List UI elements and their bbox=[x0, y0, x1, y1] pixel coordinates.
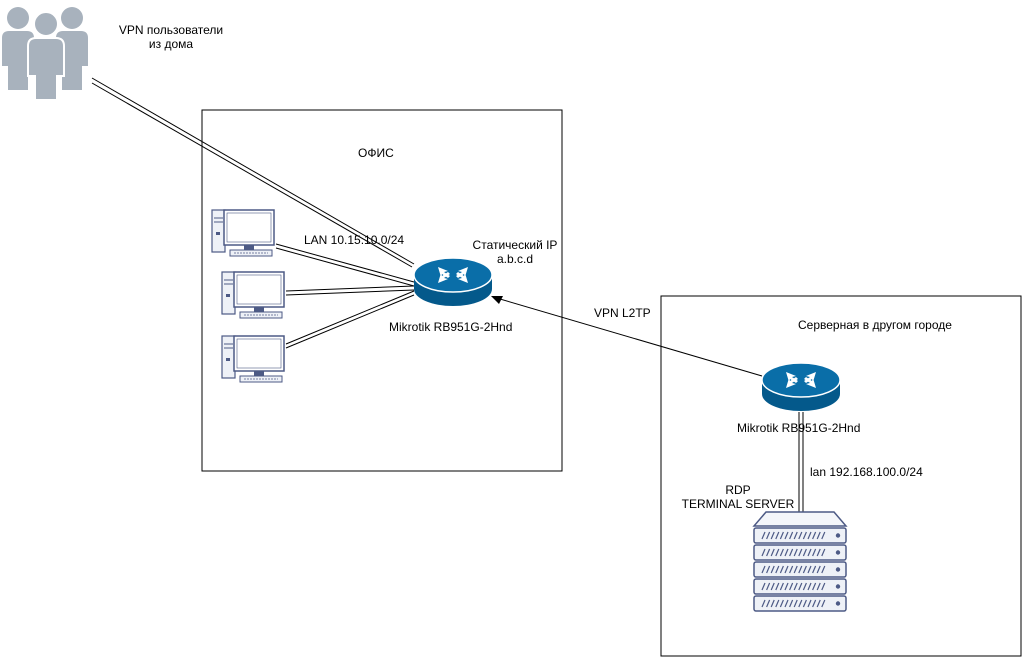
workstation-icon bbox=[221, 335, 285, 383]
vpn-tunnel-label: VPN L2TP bbox=[594, 306, 651, 320]
server-unit bbox=[753, 527, 847, 544]
office-container bbox=[201, 109, 563, 472]
server-unit bbox=[753, 595, 847, 612]
remote-lan-link bbox=[798, 412, 804, 512]
workstation-icon bbox=[221, 271, 285, 319]
server-room-container bbox=[660, 295, 1022, 657]
terminal-server-label-line1: RDP bbox=[725, 483, 751, 497]
office-router-icon bbox=[413, 257, 493, 306]
server-unit bbox=[753, 561, 847, 578]
vpn-users-label-line2: из дома bbox=[148, 37, 194, 51]
office-title: ОФИС bbox=[358, 146, 394, 160]
office-router-label: Mikrotik RB951G-2Hnd bbox=[389, 320, 513, 334]
terminal-server-label-line2: TERMINAL SERVER bbox=[681, 497, 795, 511]
vpn-tunnel-arrow bbox=[491, 296, 763, 377]
remote-lan-label: lan 192.168.100.0/24 bbox=[810, 465, 923, 479]
terminal-server-label: RDP TERMINAL SERVER bbox=[676, 483, 800, 511]
workstation-3-link bbox=[285, 290, 415, 349]
server-unit bbox=[753, 578, 847, 595]
remote-router-label: Mikrotik RB951G-2Hnd bbox=[737, 421, 861, 435]
office-router-ip-line2: a.b.c.d bbox=[496, 252, 534, 266]
server-unit bbox=[753, 544, 847, 561]
users-icon bbox=[2, 7, 88, 101]
remote-router-icon bbox=[761, 362, 841, 411]
vpn-users-link bbox=[91, 77, 415, 268]
office-router-ip-line1: Статический IP bbox=[472, 238, 558, 252]
office-router-ip-label: Статический IP a.b.c.d bbox=[460, 238, 570, 266]
vpn-users-label: VPN пользователи из дома bbox=[112, 23, 230, 51]
vpn-users-label-line1: VPN пользователи bbox=[118, 23, 224, 37]
workstation-icon bbox=[211, 209, 275, 257]
workstation-1-link bbox=[275, 243, 415, 287]
server-room-title: Серверная в другом городе bbox=[798, 318, 952, 332]
server-rack-icon bbox=[752, 511, 848, 612]
workstation-2-link bbox=[285, 285, 415, 296]
office-lan-label: LAN 10.15.10.0/24 bbox=[304, 233, 405, 247]
